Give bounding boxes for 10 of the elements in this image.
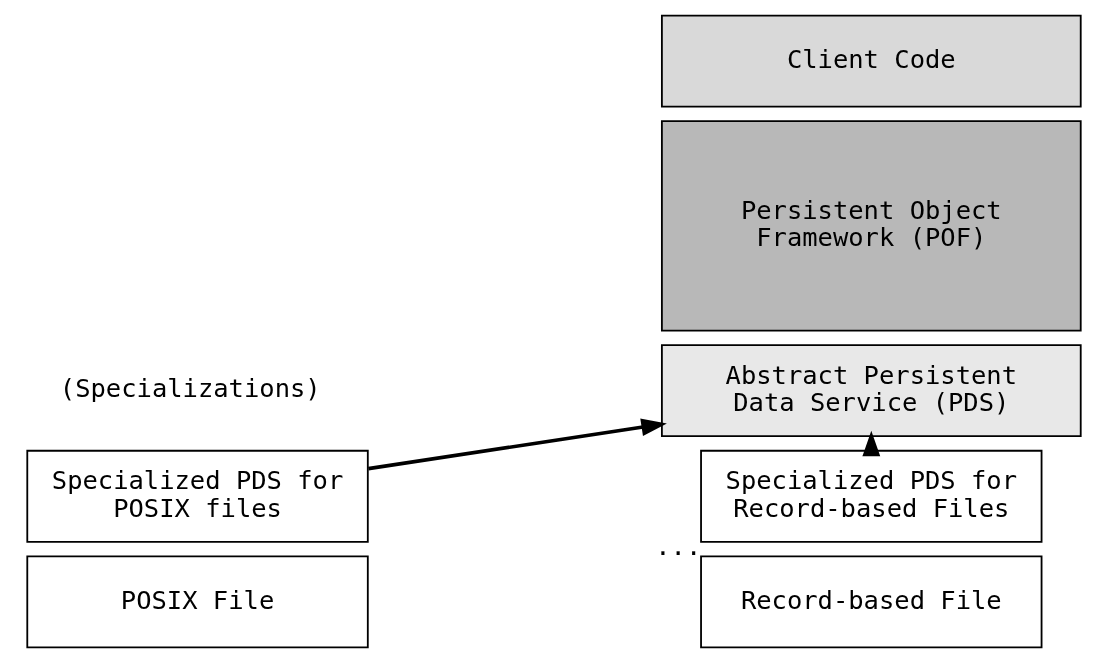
label: (Specializations)	[59, 373, 321, 404]
node-box: POSIX File	[25, 555, 369, 649]
node-box: Persistent Object Framework (POF)	[660, 120, 1082, 332]
node-box: Specialized PDS for POSIX files	[25, 449, 369, 543]
node-box: Client Code	[660, 14, 1082, 108]
node-box: Abstract Persistent Data Service (PDS)	[660, 344, 1082, 438]
arrow	[367, 418, 667, 471]
node-box: Record-based File	[699, 555, 1042, 649]
arrow	[861, 430, 880, 457]
node-label: ···	[654, 538, 701, 569]
